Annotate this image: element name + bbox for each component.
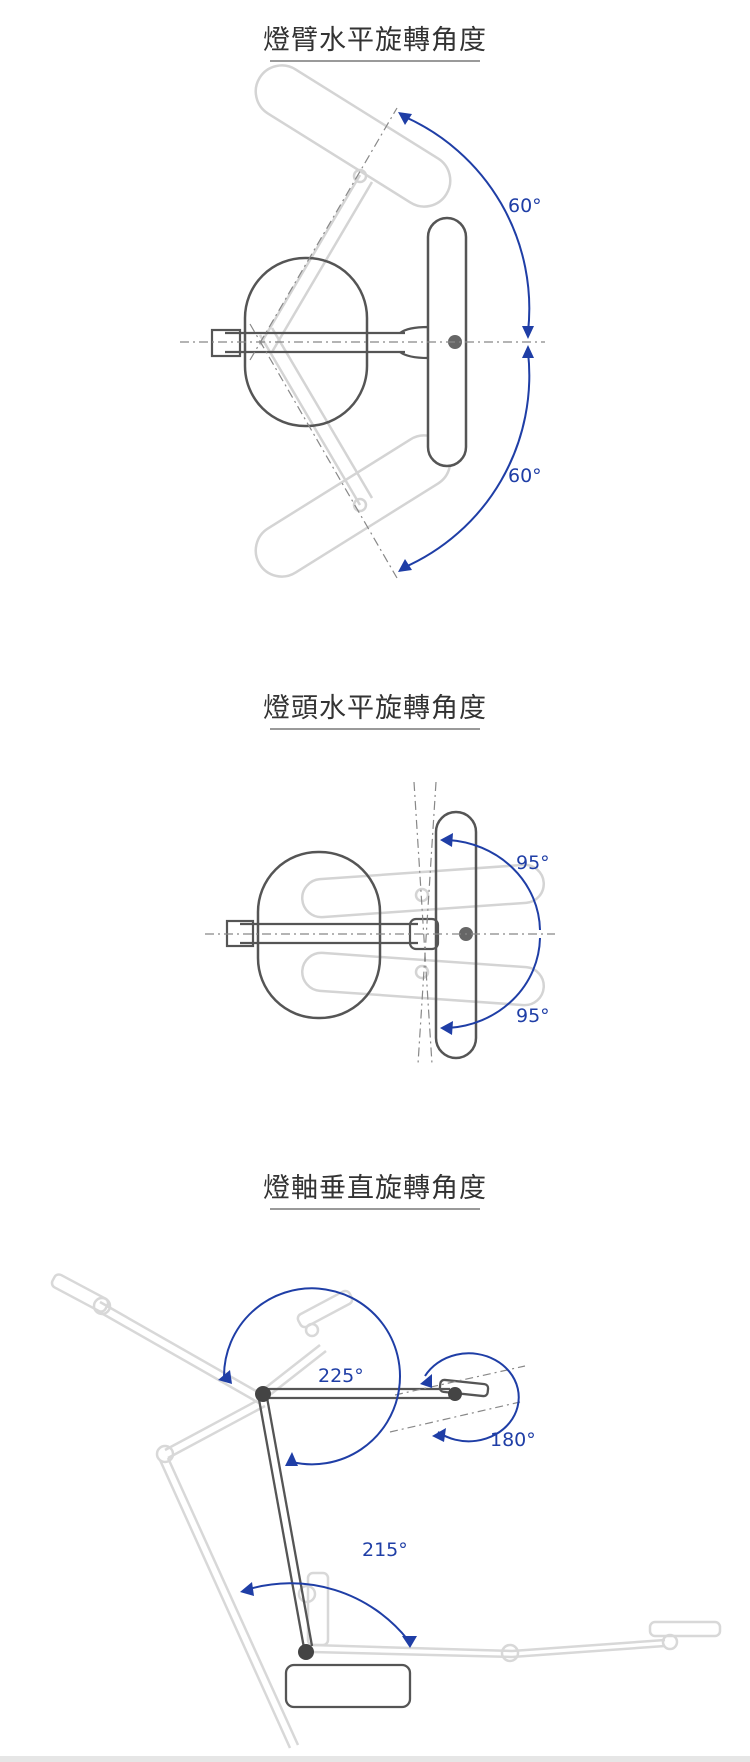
ghost-arm-upper <box>254 64 452 353</box>
ghost-lamp-raised <box>50 1273 354 1749</box>
rotation-arcs <box>447 839 541 1029</box>
axis-lines <box>180 107 545 579</box>
pivot-joint-lower <box>298 1644 314 1660</box>
axis-vertical-rotation-diagram: 225° 180° 215° <box>50 1273 722 1749</box>
bottom-divider <box>0 1756 750 1762</box>
pivot-joint-head <box>448 1387 462 1401</box>
lamp-base <box>284 1663 412 1709</box>
section-title-axis-vertical: 燈軸垂直旋轉角度 <box>263 1173 487 1204</box>
angle-label-215: 215° <box>362 1539 408 1561</box>
section-title-arm-horizontal: 燈臂水平旋轉角度 <box>263 25 487 56</box>
arm-horizontal-rotation-diagram: 60° 60° <box>180 64 545 579</box>
section-title-head-horizontal: 燈頭水平旋轉角度 <box>263 693 487 724</box>
angle-label-180: 180° <box>490 1429 536 1451</box>
rotation-arcs <box>402 115 531 569</box>
angle-label-upper: 60° <box>508 195 542 217</box>
pivot-joint-elbow <box>255 1386 271 1402</box>
title-underline <box>270 728 480 730</box>
lamp-base <box>256 850 382 1020</box>
angle-label-lower: 60° <box>508 465 542 487</box>
ghost-lamp-flat <box>297 1571 722 1663</box>
angle-label-lower: 95° <box>516 1005 550 1027</box>
arrowheads <box>440 833 453 1035</box>
head-horizontal-rotation-diagram: 95° 95° <box>205 781 555 1065</box>
title-underline <box>270 60 480 62</box>
arrowheads <box>398 112 534 572</box>
axis-lines <box>205 781 555 1065</box>
axis-lines <box>389 1365 526 1433</box>
rotation-arcs <box>223 1287 520 1641</box>
lamp-upright <box>256 1378 490 1649</box>
lamp-head <box>434 810 478 1060</box>
title-underline <box>270 1208 480 1210</box>
angle-label-225: 225° <box>318 1365 364 1387</box>
arrowheads <box>218 1370 446 1648</box>
angle-label-upper: 95° <box>516 852 550 874</box>
